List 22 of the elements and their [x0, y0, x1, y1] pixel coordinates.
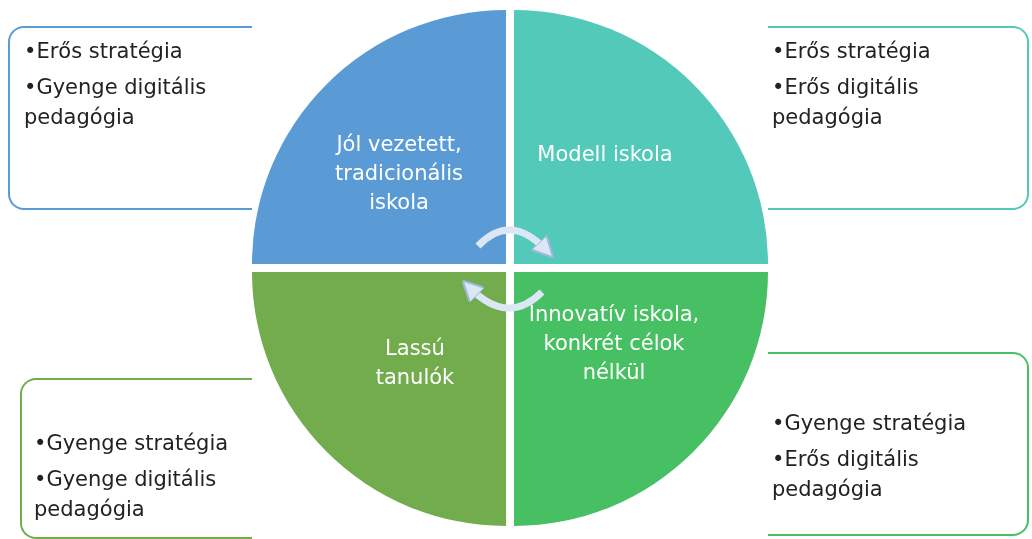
quadrant-label: Modell iskola: [536, 141, 674, 168]
bullet-item: •Gyenge digitális pedagógia: [24, 74, 208, 131]
bullet-item: •Erős digitális pedagógia: [772, 74, 920, 131]
bullet-item: •Gyenge digitális pedagógia: [34, 466, 218, 523]
quadrant-label: Jól vezetett, tradicionális iskola: [334, 131, 464, 216]
quadrant-wedge: [514, 10, 768, 264]
quadrant-wedge: [252, 272, 506, 526]
text-box: [768, 352, 1029, 536]
quadrant-label: Lassú tanulók: [374, 335, 456, 391]
text-box: [768, 26, 1029, 210]
curved-arrow: [475, 226, 555, 259]
text-box: [20, 378, 252, 539]
bullet-item: •Gyenge stratégia: [772, 410, 968, 437]
text-box: [8, 26, 252, 210]
bullet-item: •Erős stratégia: [772, 38, 932, 65]
curved-arrow: [461, 279, 545, 312]
quadrant-label: Innovatív iskola, konkrét célok nélkül: [527, 301, 701, 386]
quadrant-wedge: [252, 10, 506, 264]
bullet-item: •Erős digitális pedagógia: [772, 446, 920, 503]
quadrant-wedge: [514, 272, 768, 526]
bullet-item: •Erős stratégia: [24, 38, 184, 65]
bullet-item: •Gyenge stratégia: [34, 430, 230, 457]
